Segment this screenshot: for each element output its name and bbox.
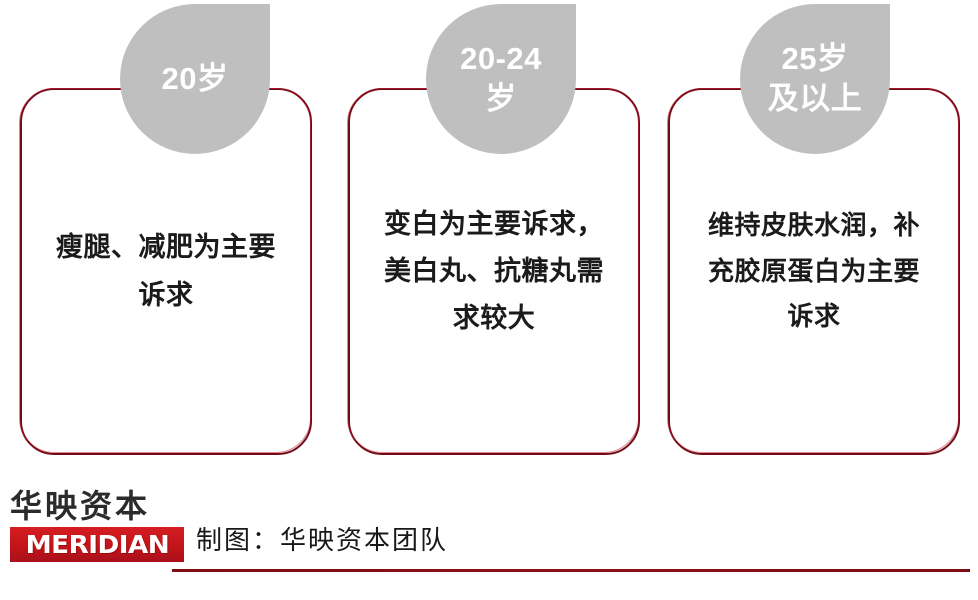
- brand-name-chinese: 华映资本: [10, 488, 151, 524]
- age-segment-card: 20岁 瘦腿、减肥为主要诉求: [19, 0, 312, 470]
- footer: 华映资本 MERIDIAN 制图：华映资本团队: [0, 470, 978, 600]
- brand-logo: 华映资本 MERIDIAN: [10, 488, 190, 562]
- card-body: 变白为主要诉求，美白丸、抗糖丸需求较大: [348, 88, 640, 455]
- age-segment-card: 20-24 岁 变白为主要诉求，美白丸、抗糖丸需求较大: [347, 0, 640, 470]
- age-segment-card: 25岁 及以上 维持皮肤水润，补充胶原蛋白为主要诉求: [667, 0, 960, 470]
- age-badge: 20岁: [120, 4, 270, 154]
- age-segment-infographic: 20岁 瘦腿、减肥为主要诉求 20-24 岁 变白为主要诉求，美白丸、抗糖丸需求…: [19, 0, 960, 470]
- age-badge-label: 20岁: [161, 61, 229, 97]
- card-body: 维持皮肤水润，补充胶原蛋白为主要诉求: [668, 88, 960, 455]
- age-badge-label: 25岁 及以上: [767, 41, 863, 116]
- card-body-text: 维持皮肤水润，补充胶原蛋白为主要诉求: [707, 210, 920, 332]
- age-badge-label: 20-24 岁: [460, 41, 542, 116]
- age-badge: 25岁 及以上: [740, 4, 890, 154]
- card-body-text: 变白为主要诉求，美白丸、抗糖丸需求较大: [384, 208, 604, 334]
- brand-wordmark-bar: MERIDIAN: [10, 526, 184, 562]
- card-body: 瘦腿、减肥为主要诉求: [20, 88, 312, 455]
- card-outline: [19, 88, 312, 455]
- credit-line: 制图：华映资本团队: [196, 526, 449, 555]
- brand-name-english: MERIDIAN: [25, 529, 169, 559]
- card-body-text: 瘦腿、减肥为主要诉求: [56, 232, 276, 310]
- footer-divider: [172, 569, 970, 572]
- age-badge: 20-24 岁: [426, 4, 576, 154]
